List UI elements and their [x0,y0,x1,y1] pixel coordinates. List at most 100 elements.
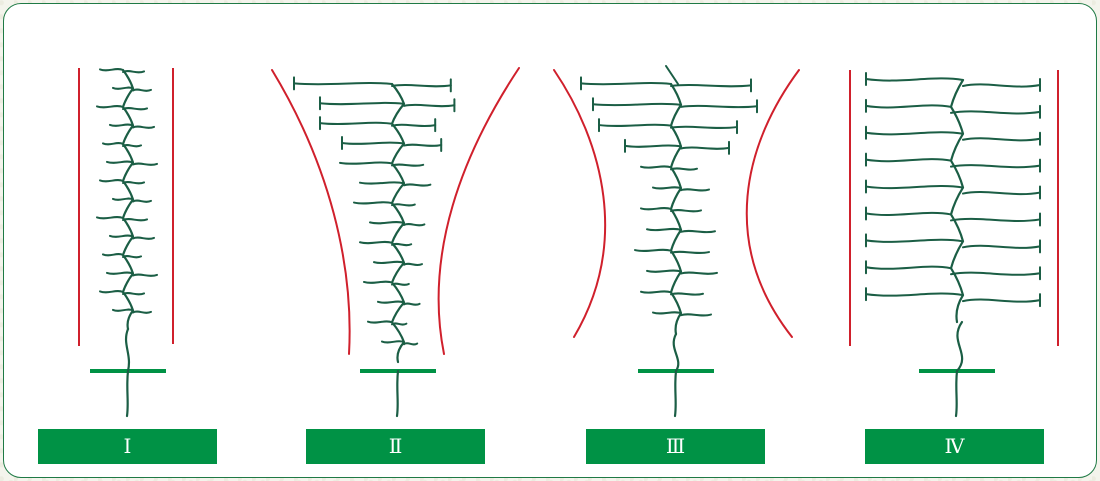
branch [671,127,737,128]
branch [392,125,435,126]
branch [133,90,151,91]
branch [360,242,392,243]
branch [404,343,417,344]
branch [681,106,757,107]
panel-1 [79,68,173,416]
branch [392,204,415,205]
branch [97,106,123,107]
branch [404,145,441,146]
root [127,371,128,416]
stem-base [674,334,679,371]
branch [133,238,154,239]
panel-3 [554,66,799,416]
branch [113,310,133,311]
stem-base [126,329,129,371]
branch [392,284,409,285]
branch [123,256,141,257]
branch [100,291,123,292]
branch [110,236,133,237]
branch [653,312,681,313]
branch [625,146,681,147]
panel-1-label: Ⅰ [38,429,217,464]
branch [100,180,123,181]
branch [382,341,404,342]
branch [320,103,404,104]
branch [133,275,157,276]
branch [110,125,133,126]
branch [123,145,141,146]
branch [666,66,678,84]
branch [866,105,951,107]
boundary-left [272,70,350,354]
branch [647,271,681,272]
branch [360,182,404,183]
branch [963,84,1040,86]
branch [404,224,424,225]
panel-4 [850,70,1058,416]
branch [681,273,717,274]
root [956,371,957,416]
plant-diagram [4,4,1097,478]
branch [392,323,406,324]
branch [866,267,951,269]
branch [641,208,671,209]
branch [671,168,697,169]
branch [866,213,951,215]
branch [671,293,703,294]
branch [866,186,963,188]
branch [392,244,411,245]
branch [681,314,711,315]
branch [342,143,404,144]
branch [599,125,671,126]
branch [370,222,404,223]
branch [866,132,963,134]
stem [951,80,963,322]
branch [681,231,715,232]
branch [641,166,671,167]
panel-4-label: Ⅳ [865,429,1044,464]
branch [340,162,392,163]
branch [368,321,392,322]
branch [641,291,671,292]
branch [951,219,1040,221]
branch [404,264,422,265]
panel-3-label: Ⅲ [586,429,765,464]
branch [593,104,681,105]
stem-base [957,322,962,371]
branch [354,202,392,203]
branch [963,138,1040,140]
branch [133,201,151,202]
branch [123,219,147,220]
boundary-left [554,70,605,337]
branch [374,262,404,263]
branch [107,162,133,163]
root [675,371,676,416]
branch [100,69,123,70]
branch [123,293,144,294]
branch [404,303,420,304]
panel-2 [272,68,519,416]
boundary-right [747,70,799,337]
branch [653,187,681,188]
branch [963,192,1040,194]
branch [681,148,729,149]
branch [866,294,963,296]
branch [963,300,1040,302]
branch [671,252,709,253]
branch [133,312,151,313]
branch [107,273,133,274]
branch [123,108,147,109]
branch [133,127,154,128]
branch [951,111,1040,113]
branch [671,210,701,211]
branch [671,85,751,86]
branch [963,246,1040,248]
branch [378,301,404,302]
branch [866,78,963,80]
branch [404,105,454,106]
root [397,371,398,416]
branch [647,229,681,230]
branch [320,123,392,124]
branch [103,143,123,144]
